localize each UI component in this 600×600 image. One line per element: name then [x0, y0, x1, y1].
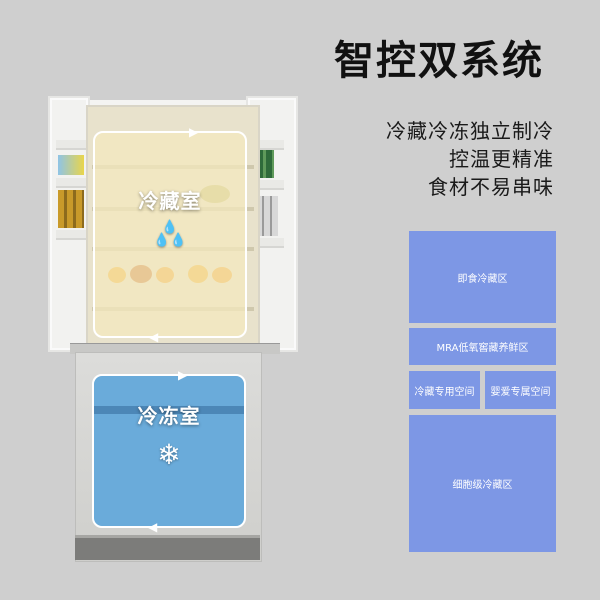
zone-fridge-dedicated: 冷藏专用空间: [409, 371, 480, 409]
snowflake-icon: ❄: [157, 438, 181, 471]
fridge-compartment-zone: 冷藏室 💧💧💧 ▶ ◀: [93, 126, 247, 343]
zone-label: 婴爱专属空间: [490, 386, 551, 398]
zone-label: 即食冷藏区: [457, 273, 508, 285]
fridge-illustration: 冷藏室 💧💧💧 ▶ ◀ 冷冻室 ❄ ▶ ◀: [48, 96, 298, 562]
arrow-right-icon: ▶: [178, 368, 188, 382]
left-door-shelf: [56, 140, 86, 150]
subtitle-line-3: 食材不易串味: [428, 175, 554, 199]
freezer-zone-label: 冷冻室: [137, 404, 201, 428]
arrow-left-icon: ◀: [149, 330, 159, 344]
zone-ready-to-eat: 即食冷藏区: [409, 231, 556, 323]
headline-title: 智控双系统: [334, 38, 544, 84]
arrow-left-icon: ◀: [148, 520, 158, 534]
fridge-divider: [70, 343, 280, 354]
zone-mra-low-oxygen: MRA低氧窖藏养鲜区: [409, 328, 556, 365]
headline-subtitle: 冷藏冷冻独立制冷 控温更精准 食材不易串味: [386, 117, 554, 201]
right-door-shelf: [246, 180, 284, 190]
zone-label: 冷藏专用空间: [414, 386, 475, 398]
drinks: [58, 155, 84, 175]
left-door-shelf: [56, 230, 86, 240]
fridge-base: [75, 535, 260, 560]
subtitle-line-2: 控温更精准: [449, 147, 554, 171]
fridge-zone-label: 冷藏室: [138, 189, 202, 213]
right-door-shelf: [246, 238, 284, 248]
zone-cellular-fridge: 细胞级冷藏区: [409, 415, 556, 552]
right-door-shelf: [246, 140, 284, 150]
freezer-compartment-zone: 冷冻室 ❄ ▶ ◀: [92, 369, 246, 533]
zone-baby-dedicated: 婴爱专属空间: [485, 371, 556, 409]
subtitle-line-1: 冷藏冷冻独立制冷: [386, 119, 554, 143]
arrow-right-icon: ▶: [189, 125, 199, 139]
freezer-stripe: [94, 406, 244, 414]
zone-label: MRA低氧窖藏养鲜区: [436, 343, 529, 354]
zone-label: 细胞级冷藏区: [452, 480, 513, 491]
left-door-shelf: [56, 178, 86, 188]
water-drops-icon: 💧💧💧: [153, 220, 187, 248]
beer-bottles: [58, 190, 84, 228]
